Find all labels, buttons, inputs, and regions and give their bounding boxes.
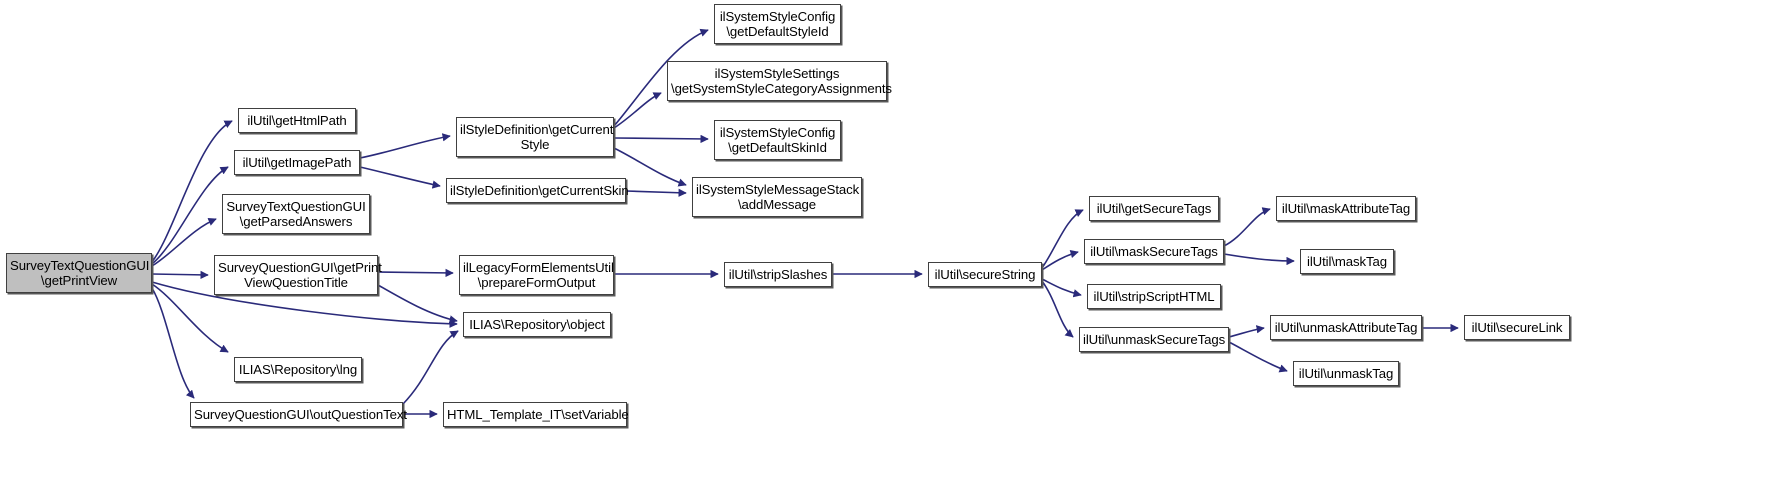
edge-n4-to-n10 bbox=[377, 284, 458, 324]
edge-n7-to-n14 bbox=[613, 134, 709, 144]
graph-node-label: ilUtil\unmaskAttributeTag bbox=[1274, 319, 1418, 335]
edge-n0-to-n4 bbox=[151, 270, 209, 280]
graph-node-n4[interactable]: SurveyQuestionGUI\getPrint ViewQuestionT… bbox=[214, 255, 382, 295]
graph-node-label: ilStyleDefinition\getCurrentSkin bbox=[450, 182, 629, 198]
graph-node-n18[interactable]: ilUtil\getSecureTags bbox=[1089, 196, 1219, 221]
graph-node-label: SurveyQuestionGUI\outQuestionText bbox=[194, 406, 407, 422]
edge-n0-to-n1 bbox=[151, 120, 233, 263]
graph-node-label: ilSystemStyleMessageStack \addMessage bbox=[696, 181, 860, 213]
graph-node-n5[interactable]: ILIAS\Repository\lng bbox=[234, 357, 362, 382]
graph-node-n24[interactable]: ilUtil\unmaskAttributeTag bbox=[1270, 315, 1422, 340]
graph-node-label: ilUtil\getImagePath bbox=[242, 154, 352, 170]
graph-node-label: SurveyQuestionGUI\getPrint ViewQuestionT… bbox=[218, 259, 382, 291]
graph-node-n1[interactable]: ilUtil\getHtmlPath bbox=[238, 108, 356, 133]
graph-node-n7[interactable]: ilStyleDefinition\getCurrent Style bbox=[456, 117, 614, 157]
edge-n0-to-n6 bbox=[151, 287, 195, 399]
graph-node-label: ilUtil\unmaskTag bbox=[1298, 365, 1394, 381]
graph-node-n13[interactable]: ilSystemStyleSettings \getSystemStyleCat… bbox=[667, 61, 892, 101]
graph-node-label: ilSystemStyleConfig \getDefaultStyleId bbox=[719, 8, 836, 40]
edge-n19-to-n23 bbox=[1223, 253, 1295, 266]
edge-n19-to-n22 bbox=[1223, 207, 1271, 247]
graph-node-label: ilSystemStyleSettings \getSystemStyleCat… bbox=[671, 65, 892, 97]
graph-node-label: ilUtil\unmaskSecureTags bbox=[1083, 331, 1226, 347]
graph-node-n3[interactable]: SurveyTextQuestionGUI \getParsedAnswers bbox=[222, 194, 370, 234]
edge-n2-to-n7 bbox=[359, 133, 451, 159]
graph-node-label: SurveyTextQuestionGUI \getParsedAnswers bbox=[226, 198, 366, 230]
graph-node-n8[interactable]: ilStyleDefinition\getCurrentSkin bbox=[446, 178, 629, 203]
graph-node-n6[interactable]: SurveyQuestionGUI\outQuestionText bbox=[190, 402, 407, 427]
edge-n4-to-n9 bbox=[377, 268, 454, 278]
graph-node-label: ilUtil\secureString bbox=[934, 266, 1036, 282]
graph-node-label: ilUtil\maskTag bbox=[1307, 253, 1387, 269]
graph-node-n12[interactable]: ilSystemStyleConfig \getDefaultStyleId bbox=[714, 4, 841, 44]
graph-node-n15[interactable]: ilSystemStyleMessageStack \addMessage bbox=[692, 177, 862, 217]
graph-node-label: HTML_Template_IT\setVariable bbox=[447, 406, 629, 422]
graph-node-n11[interactable]: HTML_Template_IT\setVariable bbox=[443, 402, 629, 427]
graph-node-n19[interactable]: ilUtil\maskSecureTags bbox=[1084, 239, 1224, 264]
edge-n17-to-n19 bbox=[1041, 250, 1079, 271]
edge-n7-to-n15 bbox=[613, 147, 687, 187]
edge-n17-to-n21 bbox=[1041, 280, 1074, 338]
edge-n0-to-n5 bbox=[151, 283, 229, 353]
graph-node-label: ILIAS\Repository\object bbox=[469, 316, 605, 332]
edge-n0-to-n10 bbox=[151, 281, 458, 328]
graph-node-label: ilUtil\maskAttributeTag bbox=[1281, 200, 1411, 216]
edge-n7-to-n13 bbox=[613, 92, 662, 129]
graph-node-label: ilUtil\getSecureTags bbox=[1096, 200, 1212, 216]
edges bbox=[151, 28, 1459, 419]
edge-n6-to-n10 bbox=[402, 330, 459, 405]
graph-node-n21[interactable]: ilUtil\unmaskSecureTags bbox=[1079, 327, 1229, 352]
graph-node-label: ilUtil\stripSlashes bbox=[728, 266, 828, 282]
graph-node-label: SurveyTextQuestionGUI \getPrintView bbox=[10, 257, 150, 289]
graph-node-n25[interactable]: ilUtil\unmaskTag bbox=[1293, 361, 1399, 386]
graph-node-label: ilUtil\getHtmlPath bbox=[247, 112, 347, 128]
graph-node-n10[interactable]: ILIAS\Repository\object bbox=[463, 312, 611, 337]
graph-node-label: ILIAS\Repository\lng bbox=[238, 361, 358, 377]
graph-node-n9[interactable]: ilLegacyFormElementsUtil \prepareFormOut… bbox=[459, 255, 614, 295]
edge-n7-to-n12 bbox=[613, 28, 709, 127]
edge-n0-to-n3 bbox=[151, 218, 217, 267]
graph-node-n17[interactable]: ilUtil\secureString bbox=[928, 262, 1042, 287]
graph-node-label: ilLegacyFormElementsUtil \prepareFormOut… bbox=[463, 259, 614, 291]
graph-node-n26[interactable]: ilUtil\secureLink bbox=[1464, 315, 1570, 340]
graph-node-n23[interactable]: ilUtil\maskTag bbox=[1300, 249, 1394, 274]
graph-node-label: ilUtil\secureLink bbox=[1471, 319, 1563, 335]
edge-n0-to-n2 bbox=[151, 166, 229, 265]
graph-node-n22[interactable]: ilUtil\maskAttributeTag bbox=[1276, 196, 1416, 221]
graph-node-label: ilSystemStyleConfig \getDefaultSkinId bbox=[719, 124, 836, 156]
graph-node-label: ilUtil\stripScriptHTML bbox=[1093, 288, 1215, 304]
edge-n17-to-n20 bbox=[1041, 278, 1082, 298]
edge-n21-to-n25 bbox=[1228, 341, 1288, 373]
edge-n8-to-n15 bbox=[625, 188, 687, 197]
graph-node-label: ilUtil\maskSecureTags bbox=[1090, 243, 1218, 259]
edge-n21-to-n24 bbox=[1228, 325, 1265, 338]
graph-node-n20[interactable]: ilUtil\stripScriptHTML bbox=[1087, 284, 1221, 309]
graph-node-n2[interactable]: ilUtil\getImagePath bbox=[234, 150, 360, 175]
graph-node-n16[interactable]: ilUtil\stripSlashes bbox=[724, 262, 832, 287]
graph-node-n0[interactable]: SurveyTextQuestionGUI \getPrintView bbox=[6, 253, 152, 293]
graph-node-label: ilStyleDefinition\getCurrent Style bbox=[460, 121, 614, 153]
edge-n2-to-n8 bbox=[359, 166, 441, 189]
graph-node-n14[interactable]: ilSystemStyleConfig \getDefaultSkinId bbox=[714, 120, 841, 160]
edge-n17-to-n18 bbox=[1041, 209, 1084, 269]
